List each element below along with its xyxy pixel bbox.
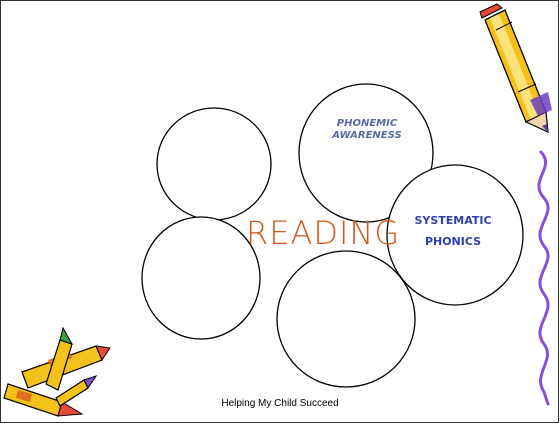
phonemic-line-1: PHONEMIC bbox=[336, 118, 398, 129]
bubble-top-left bbox=[156, 107, 272, 221]
bubble-bottom-left bbox=[141, 216, 261, 340]
bubble-bottom-center bbox=[276, 250, 416, 388]
phonemic-line-2: AWARENESS bbox=[332, 130, 402, 141]
squiggle-line bbox=[537, 150, 550, 406]
phonics-line-1: SYSTEMATIC bbox=[414, 214, 492, 227]
phonemic-awareness-label: PHONEMIC AWARENESS bbox=[312, 118, 422, 142]
bubble-systematic-phonics bbox=[386, 164, 524, 306]
phonics-line-2: PHONICS bbox=[424, 235, 482, 248]
footer-text: Helping My Child Succeed bbox=[221, 398, 339, 409]
crayons-bottom-left-icon bbox=[3, 326, 111, 417]
systematic-phonics-label: SYSTEMATIC PHONICS bbox=[398, 210, 508, 252]
pencil-top-right-icon bbox=[479, 3, 552, 133]
center-label-reading: READING bbox=[246, 214, 401, 252]
bubble-phonemic-awareness bbox=[298, 83, 434, 223]
